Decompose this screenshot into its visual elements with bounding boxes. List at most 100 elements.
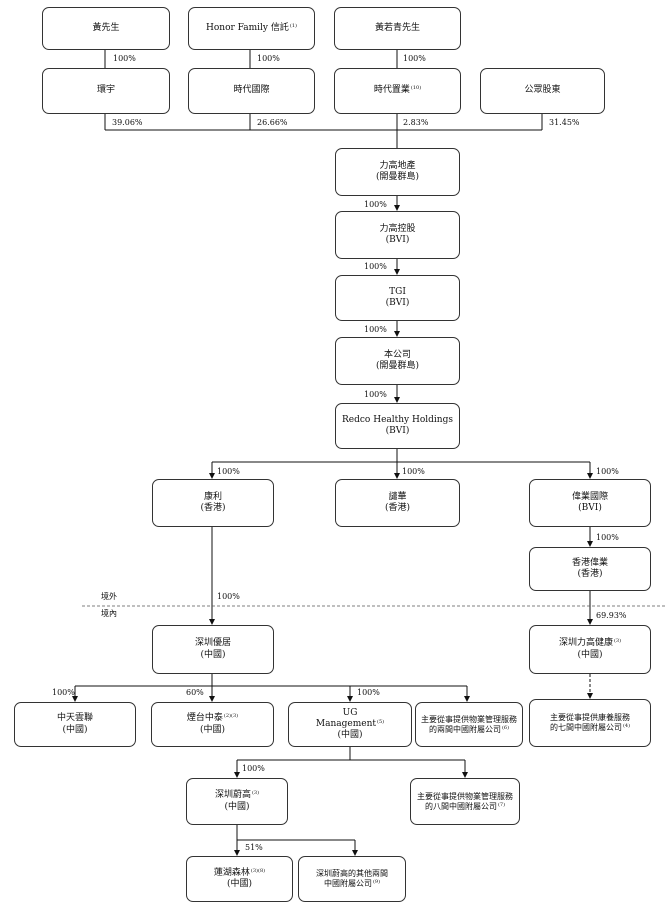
box-label-line2: Management(5) <box>315 718 385 729</box>
pct-redco-kangli: 100% <box>217 467 240 476</box>
box-jurisdiction: (開曼群島) <box>375 361 420 371</box>
holding-box-public: 公眾股東 <box>480 68 605 114</box>
box-label: 深圳力高健康(3) <box>558 638 622 649</box>
pct-ruoqing-zhiye: 100% <box>403 54 426 63</box>
box-label: 煙台中泰(2)(3) <box>186 713 239 724</box>
box-jurisdiction: (中國) <box>577 649 603 660</box>
box-jurisdiction: (中國) <box>226 879 253 889</box>
entity-box-seven-subsidiaries: 主要從事提供康養服務 的七間中國附屬公司(4) <box>529 699 651 747</box>
pct-public: 31.45% <box>549 118 580 127</box>
box-label: 康利 <box>203 491 222 502</box>
box-label: 力高控股 <box>379 223 416 234</box>
trust-box-honor-family: Honor Family 信託(1) <box>188 7 315 50</box>
box-jurisdiction: (中國) <box>200 649 226 660</box>
entity-box-two-subsidiaries: 主要從事提供物業管理服務 的兩間中國附屬公司(6) <box>415 702 523 747</box>
box-label: Honor Family 信託(1) <box>206 22 297 33</box>
pct-weiye-hk: 100% <box>596 533 619 542</box>
entity-box-eight-subsidiaries: 主要從事提供物業管理服務 的八間中國附屬公司(7) <box>410 778 520 825</box>
box-label: 黃先生 <box>92 22 120 33</box>
box-label: 中天雲聯 <box>56 713 93 724</box>
box-label: 黃若青先生 <box>374 22 420 33</box>
box-label: Redco Healthy Holdings <box>342 414 453 425</box>
pct-tgi-company: 100% <box>364 325 387 334</box>
pct-shidai-intl: 26.66% <box>257 118 288 127</box>
entity-box-sz-weigao-other: 深圳蔚高的其他兩間 中國附屬公司(9) <box>298 856 406 902</box>
shareholder-box-huang: 黃先生 <box>42 7 170 50</box>
pct-konggu-tgi: 100% <box>364 262 387 271</box>
box-label: TGI <box>389 286 406 297</box>
pct-huang-huanyu: 100% <box>113 54 136 63</box>
box-label: 深圳蔚高的其他兩間 <box>316 869 388 878</box>
box-jurisdiction: (開曼群島) <box>375 172 420 182</box>
pct-kangli-youju: 100% <box>217 592 240 601</box>
box-jurisdiction: (中國) <box>224 801 250 812</box>
box-label: UG <box>342 707 358 718</box>
entity-box-sz-youju: 深圳優居 (中國) <box>152 625 274 674</box>
holding-box-shidai-zhiye: 時代置業(10) <box>334 68 461 114</box>
pct-shidai-zhiye: 2.83% <box>403 118 429 127</box>
pct-redco-weiye: 100% <box>596 467 619 476</box>
pct-company-redco: 100% <box>364 390 387 399</box>
box-jurisdiction: (香港) <box>384 503 411 513</box>
box-jurisdiction: (香港) <box>577 569 603 579</box>
box-jurisdiction: (中國) <box>199 724 226 735</box>
entity-box-company: 本公司 (開曼群島) <box>335 337 460 385</box>
shareholder-box-huang-ruoqing: 黃若青先生 <box>334 7 461 50</box>
pct-dichan-konggu: 100% <box>364 200 387 209</box>
box-label-line2: 的七間中國附屬公司(4) <box>549 723 631 732</box>
pct-honor-shidai: 100% <box>257 54 280 63</box>
zone-label-overseas: 境外 <box>101 592 117 601</box>
box-label-line2: 的八間中國附屬公司(7) <box>424 801 506 811</box>
box-label: 香港偉業 <box>571 557 608 568</box>
entity-box-sz-weigao: 深圳蔚高(3) (中國) <box>186 778 288 825</box>
entity-box-tgi: TGI (BVI) <box>335 275 460 321</box>
holding-box-huanyu: 環宇 <box>42 68 170 114</box>
box-jurisdiction: (BVI) <box>385 298 410 308</box>
box-label: 時代國際 <box>233 85 270 96</box>
pct-redco-yijing: 100% <box>402 467 425 476</box>
entity-box-ug-management: UG Management(5) (中國) <box>288 702 412 747</box>
entity-box-kangli: 康利 (香港) <box>152 479 274 527</box>
entity-box-zhongtian: 中天雲聯 (中國) <box>14 702 136 747</box>
box-jurisdiction: (香港) <box>200 503 226 513</box>
box-label: 主要從事提供物業管理服務 <box>417 791 513 801</box>
entity-box-lianhu: 蓮湖森林(3)(8) (中國) <box>186 856 293 902</box>
box-label: 環宇 <box>96 85 115 96</box>
box-jurisdiction: (中國) <box>62 724 88 735</box>
pct-weigao-lianhu: 51% <box>245 843 263 852</box>
box-label: 深圳優居 <box>194 638 231 649</box>
box-label: 蓮湖森林(3)(8) <box>213 867 266 878</box>
entity-box-sz-ligao-health: 深圳力高健康(3) (中國) <box>529 625 651 674</box>
pct-huanyu: 39.06% <box>112 118 143 127</box>
pct-youju-ug: 100% <box>357 688 380 697</box>
box-jurisdiction: (BVI) <box>385 426 410 436</box>
box-label: 力高地產 <box>379 160 416 171</box>
box-label: 偉業國際 <box>571 491 608 502</box>
box-jurisdiction: (BVI) <box>578 503 602 513</box>
box-label: 時代置業(10) <box>373 85 422 96</box>
pct-youju-zhongtian: 100% <box>52 688 75 697</box>
entity-box-hk-weiye: 香港偉業 (香港) <box>529 547 651 591</box>
box-jurisdiction: (BVI) <box>385 235 410 245</box>
entity-box-ligao-dichan: 力高地產 (開曼群島) <box>335 148 460 196</box>
pct-ug-weigao: 100% <box>242 764 265 773</box>
entity-box-weiye-intl: 偉業國際 (BVI) <box>529 479 651 527</box>
box-label-line2: 的兩間中國附屬公司(6) <box>428 724 510 734</box>
entity-box-yijing: 譴華 (香港) <box>335 479 460 527</box>
holding-box-shidai-intl: 時代國際 <box>188 68 315 114</box>
box-label: 主要從事提供康養服務 <box>550 713 630 722</box>
box-label: 主要從事提供物業管理服務 <box>421 714 517 724</box>
entity-box-yantai: 煙台中泰(2)(3) (中國) <box>151 702 274 747</box>
box-label: 公眾股東 <box>524 85 561 96</box>
box-label-line2: 中國附屬公司(9) <box>323 879 381 888</box>
entity-box-ligao-konggu: 力高控股 (BVI) <box>335 211 460 259</box>
box-label: 深圳蔚高(3) <box>214 790 260 801</box>
entity-box-redco-healthy: Redco Healthy Holdings (BVI) <box>335 403 460 449</box>
box-label: 本公司 <box>383 349 411 360</box>
pct-youju-yantai: 60% <box>186 688 204 697</box>
box-label: 譴華 <box>388 491 407 502</box>
zone-label-domestic: 境內 <box>101 609 117 618</box>
box-jurisdiction: (中國) <box>337 730 363 741</box>
